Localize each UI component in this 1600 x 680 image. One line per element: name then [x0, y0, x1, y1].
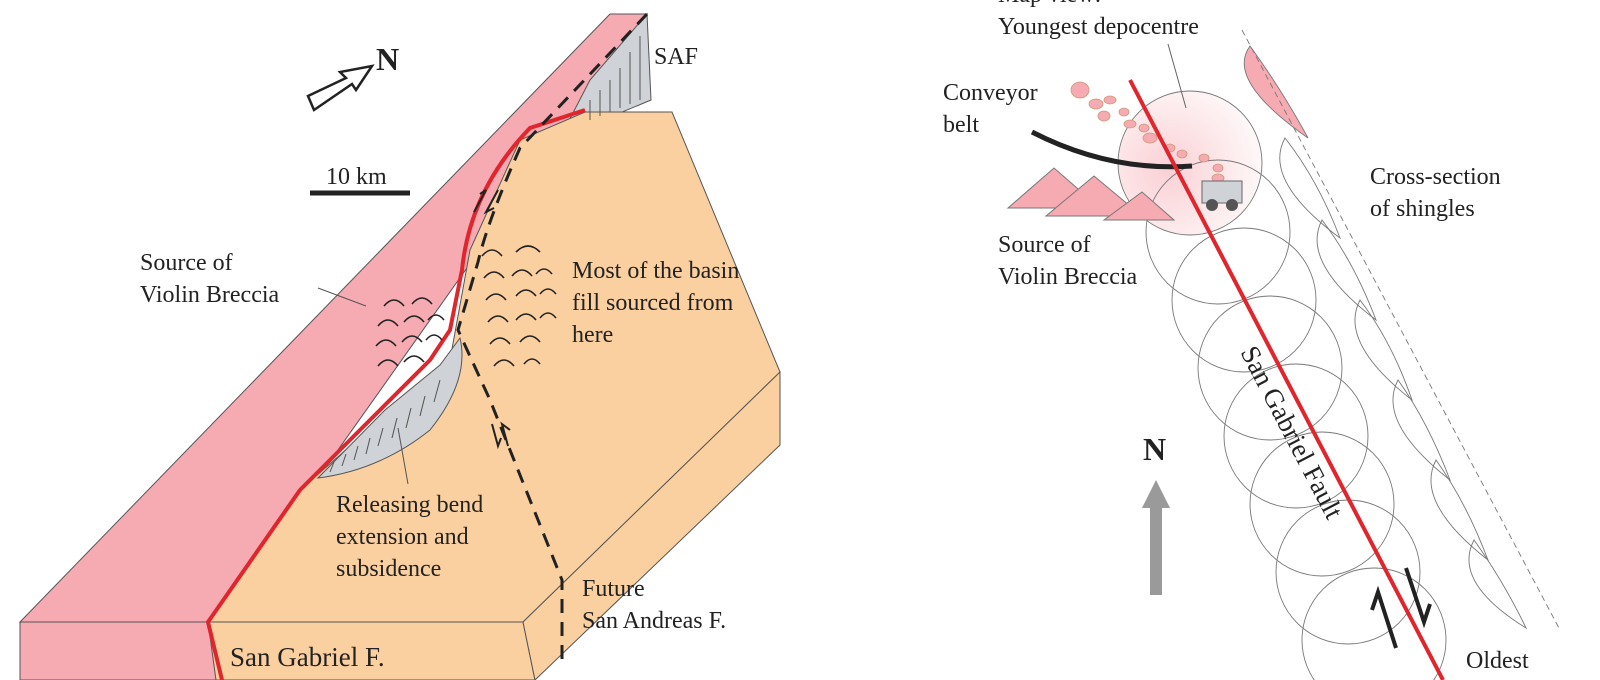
basin-hatching — [329, 379, 441, 473]
youngest-depocentre-label: Youngest depocentre — [998, 14, 1199, 40]
conveyor-label-1: Conveyor — [943, 80, 1038, 106]
north-label-map: N — [1143, 431, 1166, 467]
san-gabriel-label-left: San Gabriel F. — [230, 642, 385, 672]
cross-section-label-1: Cross-section — [1370, 164, 1501, 190]
breccia-clasts — [1070, 81, 1225, 183]
pink-block-front — [19, 621, 227, 680]
source-mountains-map — [1006, 167, 1176, 221]
shingle-cross-section — [1241, 29, 1561, 631]
cross-section-label-2: of shingles — [1370, 196, 1475, 222]
basin-fill-label-1: Most of the basin — [572, 258, 739, 284]
source-label-right-1: Source of — [998, 232, 1091, 258]
north-arrow-map-icon — [1142, 480, 1170, 595]
youngest-leader-line — [1167, 43, 1187, 109]
source-label-left-1: Source of — [140, 250, 233, 276]
basin-source-mountains — [481, 245, 557, 367]
releasing-bend-label-2: extension and — [336, 524, 469, 550]
scale-label: 10 km — [326, 164, 387, 190]
saf-label: SAF — [654, 44, 698, 70]
map-view-label: Map view: — [998, 0, 1101, 8]
strike-slip-arrows — [1370, 567, 1432, 649]
basin-fill-label-3: here — [572, 322, 613, 348]
saf-hatching — [589, 36, 641, 120]
source-label-left-2: Violin Breccia — [140, 282, 280, 308]
future-saf-label-1: Future — [582, 576, 645, 602]
block-diagram — [18, 12, 781, 680]
releasing-bend-basin — [316, 336, 463, 479]
conveyor-label-2: belt — [943, 112, 979, 138]
san-gabriel-fault-trace — [205, 108, 586, 680]
releasing-bend-leader-line — [397, 427, 409, 485]
releasing-bend-label-3: subsidence — [336, 556, 441, 582]
cart-icon — [1201, 180, 1243, 211]
fault-motion-arrows — [473, 189, 511, 450]
source-label-right-2: Violin Breccia — [998, 264, 1138, 290]
source-leader-line — [317, 287, 367, 307]
orange-block-front — [207, 621, 536, 680]
oldest-label: Oldest — [1466, 648, 1529, 674]
map-view — [1006, 29, 1561, 680]
source-mountains — [375, 297, 445, 367]
orange-block-side — [522, 370, 781, 680]
san-gabriel-fault-line — [1128, 79, 1445, 680]
north-arrow-icon — [306, 64, 375, 112]
releasing-bend-label-1: Releasing bend — [336, 492, 483, 518]
north-label-left: N — [376, 41, 399, 77]
future-saf-label-2: San Andreas F. — [582, 608, 726, 634]
basin-fill-label-2: fill sourced from — [572, 290, 734, 316]
